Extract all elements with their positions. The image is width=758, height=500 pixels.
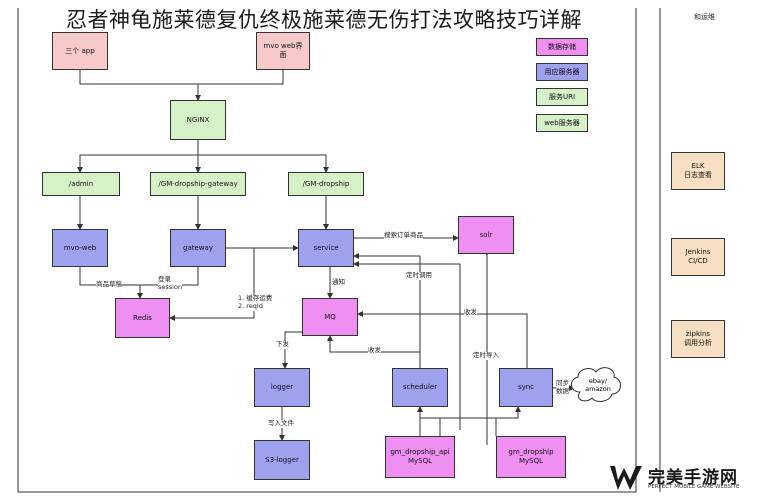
legend-app-server: 用应服务器	[536, 63, 588, 81]
edge-label-notify: 通知	[332, 278, 345, 287]
edge-label-collect-left: 收发	[368, 346, 381, 355]
edge-scheduler-service	[353, 253, 421, 368]
node-db: gm_dropship MySQL	[496, 436, 566, 478]
edge-label-search: 搜索订单商品	[384, 231, 423, 240]
node-solr: solr	[458, 216, 514, 254]
watermark-logo-icon	[610, 466, 642, 490]
edge-label-collect-right: 收发	[464, 308, 477, 317]
node-dropship-route: /GM-dropship	[288, 172, 364, 196]
node-app: 三个 app	[52, 32, 108, 70]
page-title: 忍者神龟施莱德复仇终极施莱德无伤打法攻略技巧详解	[66, 8, 582, 32]
edge-db-scheduler	[420, 417, 497, 436]
node-jenkins: Jenkins CI/CD	[671, 238, 725, 276]
edge-nginx-routes	[77, 140, 199, 173]
cloud-shape	[571, 367, 621, 402]
edge-label-timed-call: 定时调用	[406, 271, 432, 280]
edge-label-sync-data: 同步 数据	[556, 379, 569, 396]
node-admin-route: /admin	[42, 172, 120, 196]
node-redis: Redis	[115, 298, 170, 338]
node-mvo-web: mvo-web	[52, 229, 108, 267]
edge-label-cache: 1. 缓存运费 2. reqId	[238, 294, 273, 311]
edge-web-nginx	[198, 70, 284, 85]
node-sync: sync	[499, 368, 553, 407]
watermark-sub: PERFECT MOBILE GAME WEBSITE	[648, 484, 740, 490]
edge-label-timed-import: 定时导入	[473, 351, 499, 360]
node-elk: ELK 日志查看	[671, 152, 725, 190]
node-scheduler: scheduler	[392, 368, 448, 407]
edge-app-nginx	[79, 70, 201, 101]
edge-scheduler-mq	[327, 335, 420, 353]
node-logger: logger	[254, 368, 310, 407]
node-gateway-route: /GM-dropship-gateway	[150, 172, 246, 196]
edge-sync-service	[353, 261, 461, 430]
legend-web-server: web服务器	[536, 114, 588, 132]
watermark: 完美手游网 PERFECT MOBILE GAME WEBSITE	[608, 462, 756, 496]
node-gateway: gateway	[170, 229, 226, 267]
node-db-api: gm_dropship_api MySQL	[385, 436, 455, 478]
node-s3-logger: S3-logger	[254, 440, 310, 480]
node-mq: MQ	[302, 298, 358, 336]
edge-label-draft: 商品草稿	[96, 280, 122, 289]
edge-label-login: 登录 session	[158, 275, 183, 292]
legend-service-uri: 服务URI	[536, 88, 588, 106]
edge-sync-mq	[357, 311, 528, 368]
edge-mq-logger	[282, 331, 310, 369]
node-zipkins: zipkins 调用分析	[671, 320, 725, 358]
cloud-label: ebay/ amazon	[585, 377, 611, 394]
edge-service-redis	[169, 248, 255, 321]
node-web-ui: mvo web界 面	[256, 32, 310, 70]
edge-label-write-file: 写入文件	[268, 419, 294, 428]
edge-label-dispatch: 下发	[276, 340, 289, 349]
node-nginx: NGINX	[170, 100, 226, 140]
edge-dbapi-sync	[439, 406, 521, 436]
watermark-main: 完美手游网	[648, 468, 738, 488]
legend-data-storage: 数据存储	[536, 38, 588, 56]
node-service: service	[298, 229, 354, 267]
ops-header: 和运维	[694, 13, 715, 21]
diagram-frame	[17, 8, 637, 493]
